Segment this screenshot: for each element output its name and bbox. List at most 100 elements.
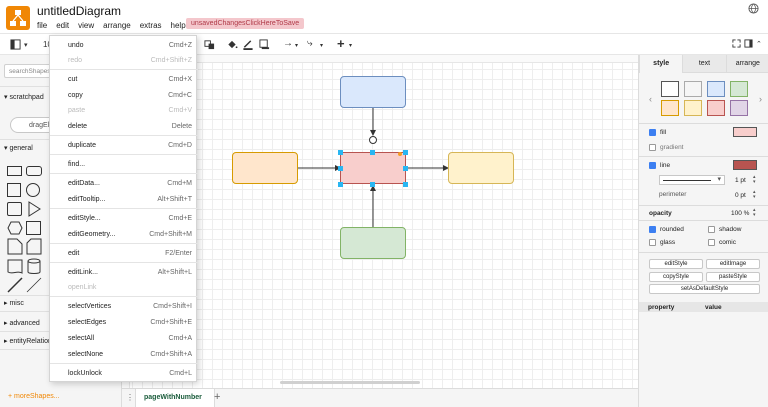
language-globe-icon[interactable] xyxy=(748,3,759,16)
section-scratchpad[interactable]: ▾ scratchpad xyxy=(4,94,44,101)
style-swatch-gray[interactable] xyxy=(684,81,702,97)
line-width-value[interactable]: 1 pt xyxy=(735,177,746,184)
line-width-stepper[interactable]: ▴▾ xyxy=(753,174,756,185)
opacity-stepper[interactable]: ▴▾ xyxy=(753,207,756,218)
menu-file[interactable]: file xyxy=(37,21,48,30)
process-shape[interactable] xyxy=(7,202,22,216)
perimeter-stepper[interactable]: ▴▾ xyxy=(753,189,756,200)
diagonal-line-shape[interactable] xyxy=(26,277,42,293)
unsaved-changes-button[interactable]: unsavedChangesClickHereToSave xyxy=(186,18,305,29)
menu-arrange[interactable]: arrange xyxy=(103,21,131,30)
hide-panel-icon[interactable] xyxy=(744,39,753,50)
menu-edit[interactable]: edit xyxy=(56,21,70,30)
menu-item-editlink[interactable]: editLink...Alt+Shift+L xyxy=(50,266,198,280)
menu-item-edittooltip[interactable]: editTooltip...Alt+Shift+T xyxy=(50,193,198,207)
line-checkbox[interactable] xyxy=(649,162,656,169)
insert-plus-icon[interactable]: + xyxy=(337,36,345,51)
shadow-checkbox[interactable] xyxy=(708,226,715,233)
menu-item-find[interactable]: find... xyxy=(50,158,198,172)
node-top-blue[interactable] xyxy=(340,76,406,108)
fill-color-icon[interactable] xyxy=(226,39,238,52)
diagram-canvas[interactable] xyxy=(122,55,638,388)
style-swatch-white[interactable] xyxy=(661,81,679,97)
more-shapes-button[interactable]: + moreShapes... xyxy=(8,393,60,400)
style-swatch-yellow[interactable] xyxy=(684,100,702,116)
line-color-picker[interactable] xyxy=(733,160,757,170)
shadow-icon[interactable] xyxy=(259,39,270,52)
perimeter-value[interactable]: 0 pt xyxy=(735,192,746,199)
paste-style-button[interactable]: pasteStyle xyxy=(706,272,760,282)
fill-checkbox[interactable] xyxy=(649,129,656,136)
document-title[interactable]: untitledDiagram xyxy=(37,4,122,18)
fill-color-picker[interactable] xyxy=(733,127,757,137)
rectangle-shape[interactable] xyxy=(7,166,22,176)
edit-style-button[interactable]: editStyle xyxy=(649,259,703,269)
square-shape[interactable] xyxy=(7,183,21,197)
comic-checkbox[interactable] xyxy=(708,239,715,246)
waypoint-icon[interactable]: ⤷ xyxy=(307,38,313,49)
chevron-down-icon[interactable]: ▾ xyxy=(320,43,324,49)
glass-checkbox[interactable] xyxy=(649,239,656,246)
section-general[interactable]: ▾ general xyxy=(4,145,33,152)
section-misc[interactable]: ▸ misc xyxy=(4,300,24,307)
chevron-left-icon[interactable]: ‹ xyxy=(649,94,652,104)
style-swatch-blue[interactable] xyxy=(707,81,725,97)
style-swatch-orange[interactable] xyxy=(661,100,679,116)
rounded-checkbox[interactable] xyxy=(649,226,656,233)
zoom-value[interactable]: 10 xyxy=(43,40,52,49)
selection-handles[interactable] xyxy=(330,134,416,194)
internal-storage-shape[interactable] xyxy=(26,221,41,235)
section-advanced[interactable]: ▸ advanced xyxy=(4,320,40,327)
triangle-shape[interactable] xyxy=(26,201,42,217)
page-tab-current[interactable]: pageWithNumber xyxy=(135,389,215,407)
gradient-checkbox[interactable] xyxy=(649,144,656,151)
add-page-icon[interactable]: + xyxy=(214,391,221,403)
style-swatch-green[interactable] xyxy=(730,81,748,97)
menu-item-editstyle[interactable]: editStyle...Cmd+E xyxy=(50,212,198,226)
tab-text[interactable]: text xyxy=(682,55,726,73)
chevron-up-icon[interactable]: ⌃ xyxy=(756,41,762,48)
menu-item-editdata[interactable]: editData...Cmd+M xyxy=(50,177,198,191)
tape-shape[interactable] xyxy=(7,258,23,275)
style-swatch-purple[interactable] xyxy=(730,100,748,116)
opacity-value[interactable]: 100 % xyxy=(731,210,750,217)
copy-style-button[interactable]: copyStyle xyxy=(649,272,703,282)
chevron-down-icon[interactable]: ▾ xyxy=(349,43,353,49)
chevron-down-icon[interactable]: ▾ xyxy=(295,43,299,49)
fullscreen-icon[interactable] xyxy=(732,39,741,50)
cylinder-shape[interactable] xyxy=(26,258,42,275)
hexagon-shape[interactable] xyxy=(7,220,23,236)
edit-image-button[interactable]: editImage xyxy=(706,259,760,269)
node-right-yellow[interactable] xyxy=(448,152,514,184)
connection-arrow-icon[interactable]: → xyxy=(283,38,293,49)
line-shape[interactable] xyxy=(7,277,23,293)
card-shape[interactable] xyxy=(26,238,42,255)
pages-menu-icon[interactable]: ⋮ xyxy=(126,393,134,402)
circle-shape[interactable] xyxy=(26,183,40,197)
menu-view[interactable]: view xyxy=(78,21,95,30)
format-copy-icon[interactable] xyxy=(204,39,215,52)
horizontal-scrollbar[interactable] xyxy=(280,381,420,384)
panel-toggle-icon[interactable] xyxy=(10,39,21,52)
chevron-down-icon[interactable]: ▾ xyxy=(24,42,28,49)
tab-arrange[interactable]: arrange xyxy=(725,55,768,73)
line-style-select[interactable]: ▾ xyxy=(659,175,725,185)
set-default-style-button[interactable]: setAsDefaultStyle xyxy=(649,284,760,294)
menu-item-editgeometry[interactable]: editGeometry...Cmd+Shift+M xyxy=(50,228,198,242)
section-entity-relation[interactable]: ▸ entityRelation xyxy=(4,338,52,345)
line-color-icon[interactable] xyxy=(242,39,254,52)
node-bottom-green[interactable] xyxy=(340,227,406,259)
tab-style[interactable]: style xyxy=(639,55,683,73)
node-left-orange[interactable] xyxy=(232,152,298,184)
menu-extras[interactable]: extras xyxy=(139,21,162,30)
rounded-rectangle-shape[interactable] xyxy=(26,166,42,176)
chevron-right-icon[interactable]: › xyxy=(759,94,762,104)
menu-help[interactable]: help xyxy=(170,21,186,30)
